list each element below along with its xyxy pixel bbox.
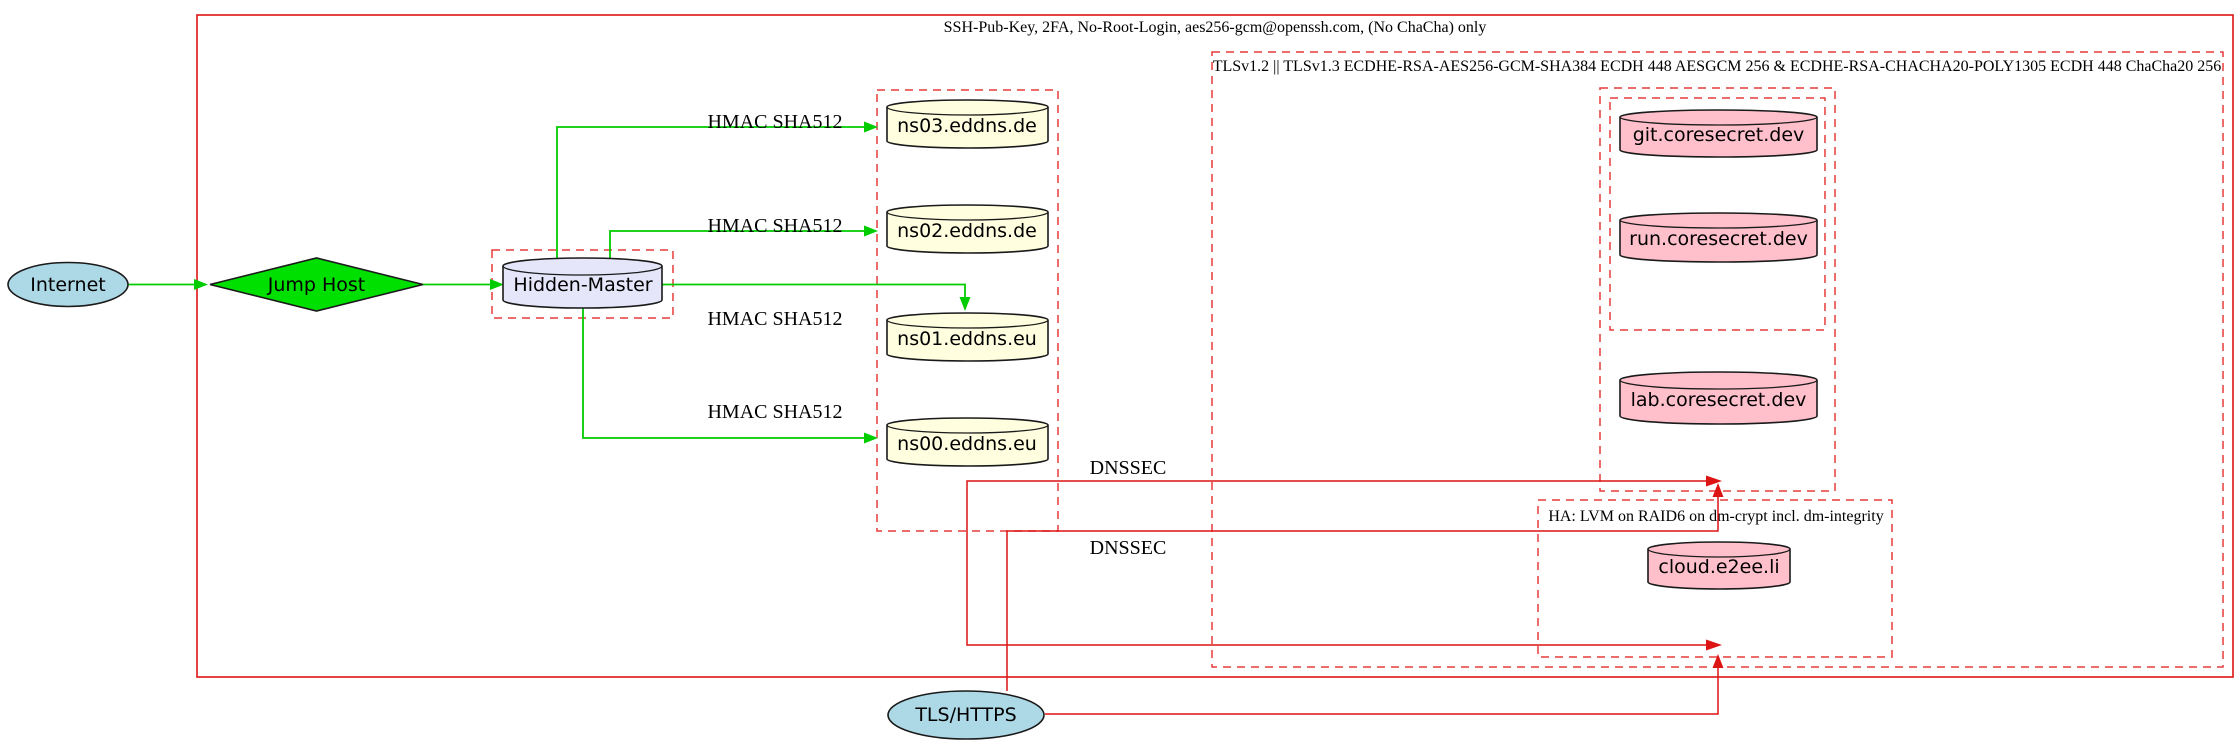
run-label: run.coresecret.dev: [1629, 228, 1808, 250]
ns00-cylinder: [886, 417, 1049, 467]
hidden-master-cylinder: [502, 257, 663, 309]
edge-internet-to-jumphost: [128, 279, 208, 290]
ns00-node: ns00.eddns.eu: [886, 417, 1049, 467]
edge-hiddenmaster-to-ns02: [609, 225, 878, 258]
run-node: run.coresecret.dev: [1619, 212, 1818, 263]
coresecret-outer-cluster-box: [1599, 87, 1836, 492]
cylinder-lid: [886, 211, 1049, 221]
tls-cluster-label: TLSv1.2 || TLSv1.3 ECDHE-RSA-AES256-GCM-…: [1213, 58, 2222, 75]
git-cylinder: [1619, 109, 1818, 158]
jump-host-node: Jump Host: [209, 257, 424, 312]
ns03-node: ns03.eddns.de: [886, 99, 1049, 149]
edge-line: [609, 230, 865, 258]
cylinder-lid: [1619, 379, 1818, 390]
cylinder-lid: [1619, 219, 1818, 229]
cloud-node: cloud.e2ee.li: [1647, 541, 1791, 590]
arrowhead-icon: [864, 432, 878, 444]
dnssec-label-1: DNSSEC: [1090, 457, 1167, 479]
ha-cluster-label: HA: LVM on RAID6 on dm-crypt incl. dm-in…: [1548, 508, 1883, 525]
git-label: git.coresecret.dev: [1633, 124, 1805, 146]
arrowhead-icon: [1712, 483, 1724, 497]
arrowhead-icon: [1712, 654, 1724, 668]
edge-line: [556, 126, 865, 258]
edge-hiddenmaster-to-ns03: [556, 121, 878, 258]
cylinder-lid: [502, 265, 663, 276]
edge-dnssec-to-ha: [966, 531, 1722, 651]
hidden-master-label: Hidden-Master: [513, 274, 652, 296]
jump-host-label: Jump Host: [267, 274, 366, 296]
tls-https-label: TLS/HTTPS: [914, 704, 1016, 726]
cloud-label: cloud.e2ee.li: [1658, 556, 1779, 578]
tls-https-ellipse: [887, 690, 1045, 740]
edge-tlshttps-to-ha: [1045, 654, 1724, 715]
jump-host-diamond: [209, 257, 424, 312]
run-cylinder: [1619, 212, 1818, 263]
edge-line: [662, 283, 966, 298]
ns02-label: ns02.eddns.de: [897, 220, 1037, 242]
tls-https-node: TLS/HTTPS: [887, 690, 1045, 740]
arrowhead-icon: [864, 121, 878, 133]
edge-tlshttps-to-coresecret: [1006, 483, 1724, 691]
cylinder-lid: [1647, 548, 1791, 558]
internet-label: Internet: [30, 274, 105, 296]
edge-line: [1006, 496, 1719, 691]
edge-hiddenmaster-to-ns01: [662, 283, 971, 311]
ns02-cylinder: [886, 204, 1049, 254]
hidden-master-node: Hidden-Master: [502, 257, 663, 309]
arrowhead-icon: [864, 225, 878, 237]
hmac-label-ns02: HMAC SHA512: [707, 215, 842, 237]
lab-node: lab.coresecret.dev: [1619, 371, 1818, 425]
edge-jumphost-to-hiddenmaster: [423, 279, 504, 290]
arrowhead-icon: [194, 279, 208, 290]
arrowhead-icon: [490, 279, 504, 290]
edge-line: [1045, 668, 1719, 715]
edge-line: [966, 480, 1706, 531]
lab-label: lab.coresecret.dev: [1631, 389, 1807, 411]
cylinder-lid: [886, 106, 1049, 116]
arrowhead-icon: [959, 297, 971, 311]
arrowhead-icon: [1706, 475, 1722, 487]
ssh-cluster-box: [196, 14, 2234, 678]
ns01-cylinder: [886, 312, 1049, 362]
edge-dnssec-to-coresecret: [966, 475, 1722, 531]
ns03-cylinder: [886, 99, 1049, 149]
cylinder-lid: [886, 424, 1049, 434]
internet-node: Internet: [7, 261, 129, 308]
cylinder-lid: [1619, 116, 1818, 126]
cloud-cylinder: [1647, 541, 1791, 590]
hmac-label-ns03: HMAC SHA512: [707, 111, 842, 133]
hmac-label-ns01: HMAC SHA512: [707, 308, 842, 330]
internet-ellipse: [7, 261, 129, 308]
git-node: git.coresecret.dev: [1619, 109, 1818, 158]
cylinder-lid: [886, 319, 1049, 329]
ns01-label: ns01.eddns.eu: [897, 328, 1037, 350]
ssh-cluster-label: SSH-Pub-Key, 2FA, No-Root-Login, aes256-…: [944, 19, 1487, 36]
nameserver-cluster-box: [876, 89, 1059, 532]
edge-line: [582, 308, 865, 439]
edge-hiddenmaster-to-ns00: [582, 308, 878, 444]
hmac-label-ns00: HMAC SHA512: [707, 401, 842, 423]
dnssec-label-2: DNSSEC: [1090, 537, 1167, 559]
ns00-label: ns00.eddns.eu: [897, 433, 1037, 455]
ns02-node: ns02.eddns.de: [886, 204, 1049, 254]
arrowhead-icon: [1706, 639, 1722, 651]
ns01-node: ns01.eddns.eu: [886, 312, 1049, 362]
lab-cylinder: [1619, 371, 1818, 425]
coresecret-inner-cluster-box: [1609, 97, 1826, 331]
ns03-label: ns03.eddns.de: [897, 115, 1037, 137]
ha-cluster-box: [1537, 499, 1893, 658]
edge-line: [966, 531, 1706, 646]
